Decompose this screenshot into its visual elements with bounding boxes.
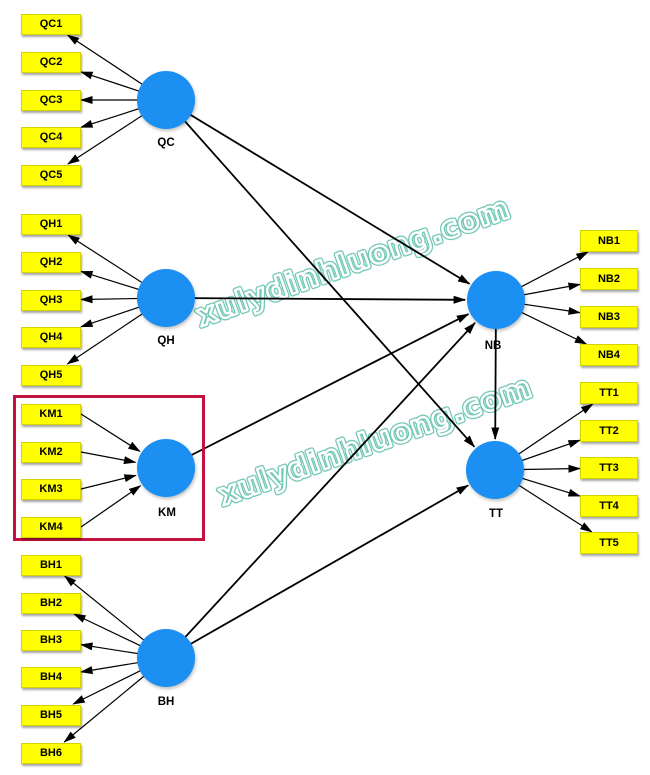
measurement-arrows [63, 34, 594, 743]
path-QC-TT [165, 99, 476, 448]
indicator-TT3[interactable]: TT3 [580, 457, 638, 479]
indicator-NB4[interactable]: NB4 [580, 344, 638, 366]
construct-TT-label: TT [488, 508, 504, 520]
indicator-QC4[interactable]: QC4 [21, 126, 81, 148]
path-KM-NB [165, 313, 470, 469]
indicator-QC2[interactable]: QC2 [21, 51, 81, 73]
construct-BH[interactable] [137, 629, 195, 687]
indicator-NB3[interactable]: NB3 [580, 306, 638, 328]
construct-TT[interactable] [466, 441, 524, 499]
indicator-QH1[interactable]: QH1 [21, 213, 81, 235]
indicator-BH5[interactable]: BH5 [21, 704, 81, 726]
indicator-TT4[interactable]: TT4 [580, 494, 638, 517]
arrow-KM1-KM [80, 413, 141, 452]
construct-NB-label: NB [484, 340, 502, 352]
indicator-TT2[interactable]: TT2 [580, 419, 638, 442]
indicator-NB1[interactable]: NB1 [580, 230, 638, 252]
path-QC-NB [165, 99, 471, 285]
construct-QH[interactable] [137, 269, 195, 327]
indicator-QC5[interactable]: QC5 [21, 164, 81, 186]
indicator-QH5[interactable]: QH5 [21, 364, 81, 386]
indicator-KM3[interactable]: KM3 [21, 478, 81, 500]
indicator-QC3[interactable]: QC3 [21, 89, 81, 111]
indicator-TT1[interactable]: TT1 [580, 382, 638, 404]
indicator-KM1[interactable]: KM1 [21, 403, 81, 425]
indicator-KM4[interactable]: KM4 [21, 516, 81, 538]
indicator-TT5[interactable]: TT5 [580, 532, 638, 554]
construct-BH-label: BH [157, 696, 175, 708]
construct-QC[interactable] [137, 71, 195, 129]
construct-QC-label: QC [157, 137, 175, 149]
indicator-BH2[interactable]: BH2 [21, 592, 81, 614]
indicator-QH4[interactable]: QH4 [21, 326, 81, 348]
indicator-BH3[interactable]: BH3 [21, 629, 81, 651]
indicator-QH2[interactable]: QH2 [21, 251, 81, 273]
indicator-KM2[interactable]: KM2 [21, 441, 81, 463]
path-QH-NB [165, 295, 467, 304]
arrow-KM3-KM [80, 474, 137, 490]
construct-KM[interactable] [137, 439, 195, 497]
km-highlight-box [13, 395, 205, 541]
construct-NB[interactable] [467, 271, 525, 329]
indicator-BH6[interactable]: BH6 [21, 742, 81, 764]
path-BH-TT [165, 484, 469, 659]
construct-KM-label: KM [158, 507, 176, 519]
indicator-QH3[interactable]: QH3 [21, 289, 81, 311]
construct-QH-label: QH [157, 335, 175, 347]
indicator-NB2[interactable]: NB2 [580, 268, 638, 290]
path-BH-NB [165, 322, 476, 659]
arrow-KM4-KM [80, 485, 142, 528]
arrow-KM2-KM [80, 451, 137, 465]
indicator-BH4[interactable]: BH4 [21, 666, 81, 688]
indicator-QC1[interactable]: QC1 [21, 13, 81, 35]
indicator-BH1[interactable]: BH1 [21, 554, 81, 576]
structural-arrows [165, 99, 500, 659]
